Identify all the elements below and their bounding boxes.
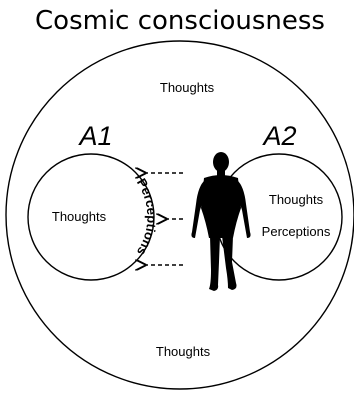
a1-circle (27, 153, 155, 281)
a2-thoughts-label: Thoughts (269, 192, 324, 207)
a1-perceptions-label: Perceptions (134, 176, 160, 259)
human-silhouette-icon (191, 152, 251, 291)
page-title: Cosmic consciousness (35, 6, 325, 36)
a2-label: A2 (261, 121, 296, 151)
outer-circle (5, 40, 354, 390)
a2-perceptions-label: Perceptions (262, 224, 331, 239)
a1-label: A1 (77, 121, 112, 151)
a1-thoughts-label: Thoughts (52, 209, 107, 224)
outer-thoughts-bottom-label: Thoughts (156, 344, 211, 359)
outer-thoughts-top-label: Thoughts (160, 80, 215, 95)
